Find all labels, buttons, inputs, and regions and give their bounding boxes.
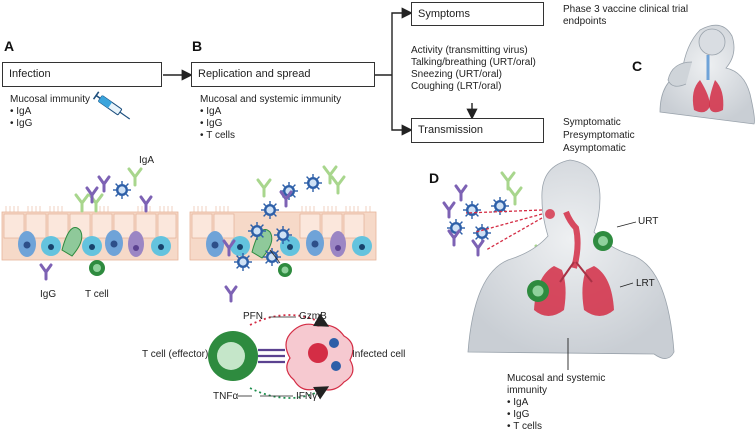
endpoints-line-2: endpoints bbox=[563, 16, 607, 27]
human-body-illustration bbox=[465, 159, 675, 370]
arrow-to-transmission bbox=[391, 75, 413, 136]
label-t-cell: T cell bbox=[85, 289, 109, 300]
panel-a-immunity-title: Mucosal immunity bbox=[10, 94, 91, 105]
label-pfn: PFN bbox=[243, 311, 263, 322]
endpoints-note: Phase 3 vaccine clinical trial endpoints bbox=[563, 4, 688, 28]
epithelium-a bbox=[1, 206, 179, 261]
coughing-person-illustration bbox=[659, 24, 755, 125]
panel-a-item-igg: IgG bbox=[10, 118, 90, 130]
flow-arrows bbox=[163, 7, 478, 136]
transmission-symptomatic: Symptomatic bbox=[563, 117, 621, 128]
panel-b-item-tcells: T cells bbox=[200, 130, 341, 142]
activity-3: Coughing (LRT/oral) bbox=[411, 81, 502, 92]
panel-a-item-iga: IgA bbox=[10, 106, 90, 118]
label-urt: URT bbox=[638, 216, 659, 227]
panel-d-item-igg: IgG bbox=[507, 409, 605, 421]
panel-label-d: D bbox=[429, 170, 440, 186]
t-cells bbox=[89, 249, 292, 277]
activity-0: Activity (transmitting virus) bbox=[411, 45, 528, 56]
panel-d-item-iga: IgA bbox=[507, 397, 605, 409]
panel-b-immunity-title: Mucosal and systemic immunity bbox=[200, 94, 342, 105]
panel-d-immunity-title-2: immunity bbox=[507, 385, 548, 396]
arrow-to-symptoms bbox=[391, 7, 413, 75]
panel-b-immunity: Mucosal and systemic immunity IgA IgG T … bbox=[200, 94, 341, 142]
label-t-cell-effector: T cell (effector) bbox=[142, 349, 209, 360]
endpoints-line-1: Phase 3 vaccine clinical trial bbox=[563, 4, 689, 15]
transmission-box: Transmission bbox=[411, 118, 544, 143]
panel-b-item-igg: IgG bbox=[200, 118, 341, 130]
panel-b-item-iga: IgA bbox=[200, 106, 341, 118]
transmission-asymptomatic: Asymptomatic bbox=[563, 143, 626, 154]
activities-list: Activity (transmitting virus) Talking/br… bbox=[411, 45, 536, 93]
label-gzmb: GzmB bbox=[299, 311, 327, 322]
panel-d-item-tcells: T cells bbox=[507, 421, 605, 433]
panel-a-immunity: Mucosal immunity IgA IgG bbox=[10, 94, 90, 130]
label-ifng: IFNγ bbox=[296, 391, 318, 402]
epithelium-b bbox=[189, 206, 377, 261]
transmission-types: Symptomatic Presymptomatic Asymptomatic bbox=[563, 116, 635, 155]
activity-2: Sneezing (URT/oral) bbox=[411, 69, 502, 80]
effector-interaction bbox=[208, 313, 354, 400]
infection-box: Infection bbox=[2, 62, 162, 87]
label-igg: IgG bbox=[40, 289, 57, 300]
panel-label-a: A bbox=[4, 38, 15, 54]
panel-label-c: C bbox=[632, 58, 643, 74]
syringe-icon bbox=[92, 91, 131, 120]
replication-box: Replication and spread bbox=[191, 62, 375, 87]
label-tnfa: TNFα bbox=[213, 391, 239, 402]
label-infected-cell: Infected cell bbox=[352, 349, 406, 360]
label-lrt: LRT bbox=[636, 278, 655, 289]
panel-d-immunity: Mucosal and systemic immunity IgA IgG T … bbox=[507, 373, 605, 433]
activity-1: Talking/breathing (URT/oral) bbox=[411, 57, 536, 68]
panel-label-b: B bbox=[192, 38, 203, 54]
transmission-presymptomatic: Presymptomatic bbox=[563, 130, 635, 141]
panel-d-immunity-title-1: Mucosal and systemic bbox=[507, 373, 606, 384]
label-iga: IgA bbox=[139, 155, 155, 166]
symptoms-box: Symptoms bbox=[411, 2, 544, 26]
